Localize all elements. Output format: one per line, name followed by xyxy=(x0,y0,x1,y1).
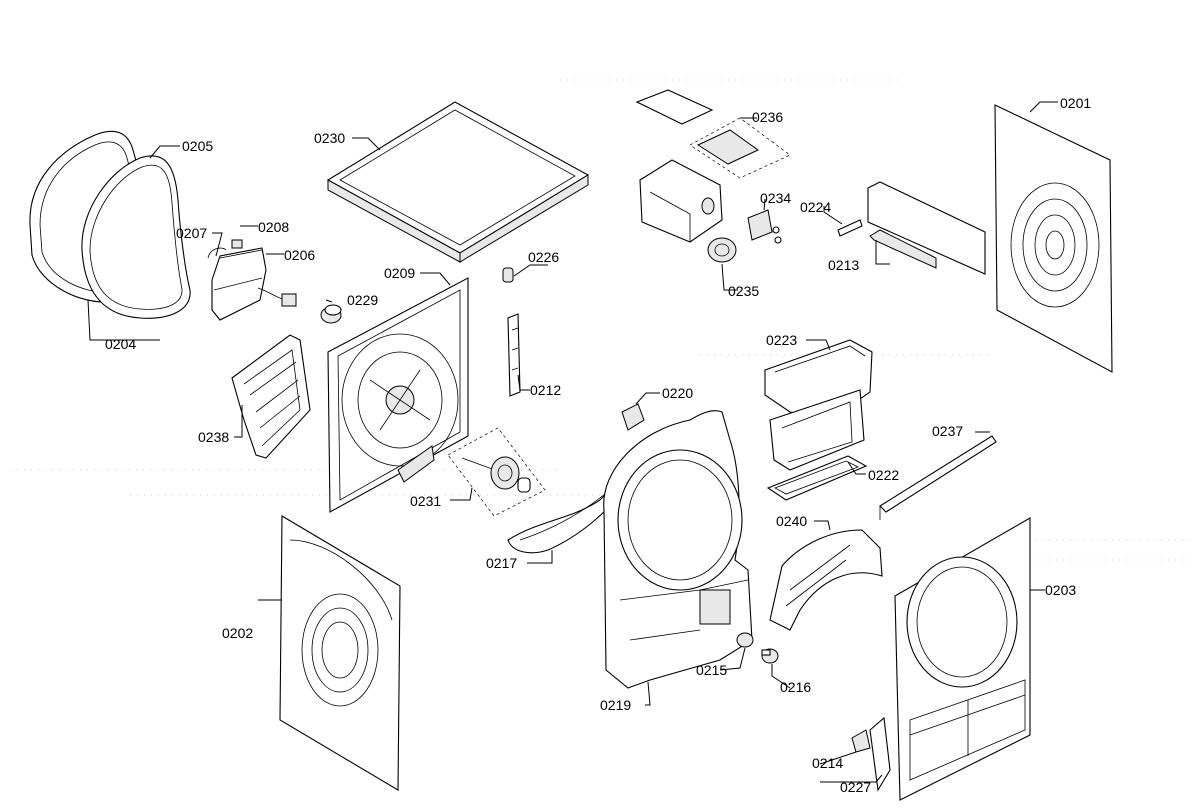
label-0229: 0229 xyxy=(347,292,378,308)
part-0213-panel-bracket xyxy=(867,181,986,275)
label-0223: 0223 xyxy=(766,332,797,348)
label-0238: 0238 xyxy=(198,429,229,445)
label-0237: 0237 xyxy=(932,423,963,439)
part-0215-fitting xyxy=(736,632,754,648)
part-0240-duct xyxy=(769,529,883,631)
label-0215: 0215 xyxy=(696,662,727,678)
part-0224-rod xyxy=(837,219,863,237)
label-0220: 0220 xyxy=(662,385,693,401)
part-0234-sensor xyxy=(747,209,782,244)
part-0209-rear-panel xyxy=(327,277,469,513)
label-0235: 0235 xyxy=(728,283,759,299)
label-0234: 0234 xyxy=(760,190,791,206)
label-0236: 0236 xyxy=(752,109,783,125)
part-0203-front-panel xyxy=(894,517,1031,801)
label-0208: 0208 xyxy=(258,219,289,235)
background-dots xyxy=(10,79,1190,561)
label-0204: 0204 xyxy=(105,336,136,352)
label-0231: 0231 xyxy=(410,493,441,509)
label-0216: 0216 xyxy=(780,679,811,695)
label-0203: 0203 xyxy=(1045,582,1076,598)
label-0217: 0217 xyxy=(486,555,517,571)
part-0226-clip xyxy=(502,267,514,283)
label-0212: 0212 xyxy=(530,382,561,398)
part-0229-cap xyxy=(320,304,342,324)
label-0240: 0240 xyxy=(776,513,807,529)
label-0202: 0202 xyxy=(222,625,253,641)
part-0219-bulkhead xyxy=(603,410,753,689)
part-0236-control-box xyxy=(635,89,791,243)
part-0227-handle xyxy=(869,716,891,792)
label-0201: 0201 xyxy=(1060,95,1091,111)
label-0222: 0222 xyxy=(868,467,899,483)
label-0230: 0230 xyxy=(314,130,345,146)
part-0214-latch xyxy=(851,729,871,753)
part-0202-side-panel-left xyxy=(279,515,401,791)
part-0206-door-lock xyxy=(207,239,297,321)
part-0223-filter-housing xyxy=(764,339,873,471)
label-0227: 0227 xyxy=(840,779,871,795)
part-0237-strip xyxy=(879,435,997,520)
leader-lines xyxy=(87,101,1058,783)
part-0230-top-cover xyxy=(326,101,590,263)
label-0219: 0219 xyxy=(600,697,631,713)
part-0222-seal xyxy=(766,455,868,501)
part-labels: 0201 0202 0203 0204 0205 0206 0207 0208 … xyxy=(105,95,1091,795)
part-0204-door-gasket xyxy=(81,155,191,319)
label-0209: 0209 xyxy=(384,265,415,281)
label-0224: 0224 xyxy=(800,199,831,215)
part-0235-motor xyxy=(707,237,737,263)
label-0206: 0206 xyxy=(284,247,315,263)
part-0231-fan-assembly xyxy=(447,427,546,517)
label-0214: 0214 xyxy=(812,755,843,771)
part-0220-switch xyxy=(621,403,645,431)
part-0216-plug xyxy=(761,648,779,664)
label-0205: 0205 xyxy=(182,138,213,154)
part-0212-bracket xyxy=(507,313,521,397)
label-0213: 0213 xyxy=(828,257,859,273)
part-0238-duct xyxy=(231,334,311,459)
label-0207: 0207 xyxy=(176,225,207,241)
part-0201-side-panel-right xyxy=(994,104,1113,373)
label-0226: 0226 xyxy=(528,249,559,265)
